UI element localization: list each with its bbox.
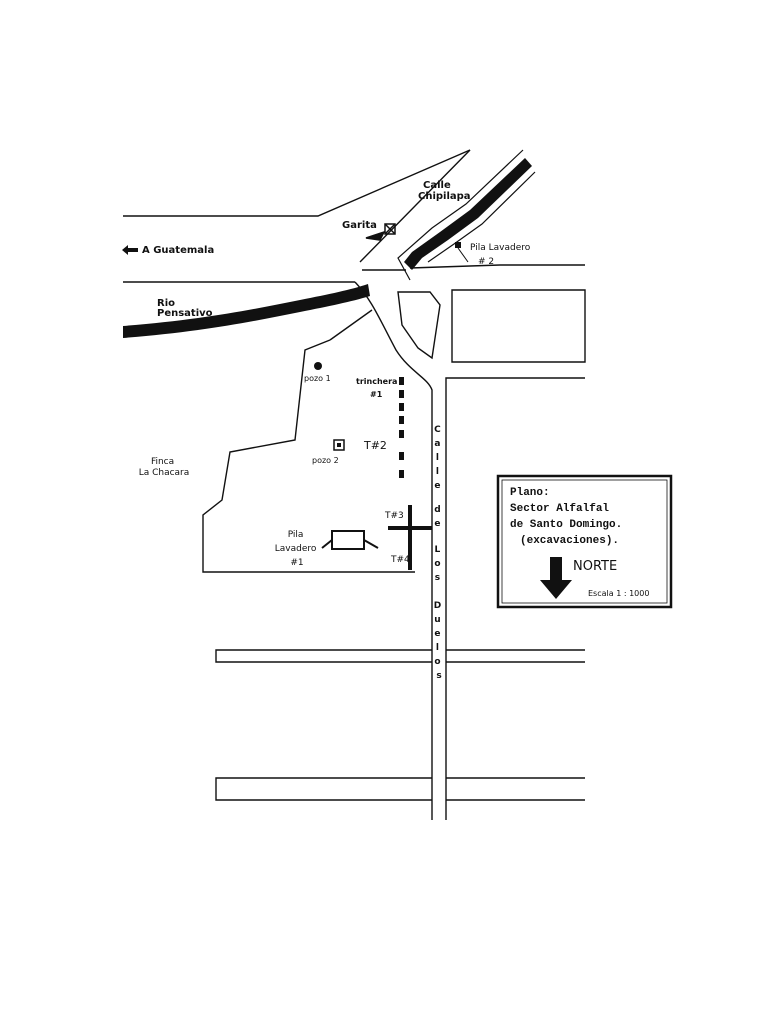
site-boundary bbox=[202, 339, 415, 573]
map-labels: Calle Chipilapa Garita A Guatemala Pila … bbox=[139, 180, 533, 681]
finca-label: Finca La Chacara bbox=[139, 457, 190, 478]
calle-letter: o bbox=[434, 559, 440, 569]
calle-letter: l bbox=[436, 643, 439, 653]
pozo-2-label: pozo 2 bbox=[312, 456, 339, 465]
site-top bbox=[329, 309, 373, 341]
garita-road bbox=[359, 149, 471, 271]
block-east bbox=[451, 289, 586, 363]
road-network bbox=[123, 149, 586, 820]
river-ne bbox=[404, 158, 532, 270]
calle-de-los-duelos-label: C a l l e d e L o s D u e l o s bbox=[434, 425, 445, 681]
garita-label: Garita bbox=[342, 220, 377, 231]
t3-label: T#3 bbox=[384, 511, 404, 521]
scale-label: Escala 1 : 1000 bbox=[588, 589, 649, 598]
pila-lavadero-1-line-1: Pila bbox=[288, 530, 304, 540]
calle-letter: L bbox=[435, 545, 441, 555]
calle-letter: s bbox=[435, 573, 440, 583]
calle-letter: o bbox=[434, 657, 440, 667]
finca-line-1: Finca bbox=[151, 457, 174, 467]
road-island bbox=[397, 291, 441, 360]
central-road-right bbox=[445, 377, 585, 820]
trinchera-1-label: trinchera #1 bbox=[356, 377, 400, 399]
calle-chipilapa-line-2: Chipilapa bbox=[418, 191, 471, 202]
calle-letter: l bbox=[436, 453, 439, 463]
t2-label: T#2 bbox=[363, 439, 387, 452]
pozo-1-label: pozo 1 bbox=[304, 374, 331, 383]
legend-title-line-4: (excavaciones). bbox=[520, 535, 619, 547]
rio-pensativo-line-2: Pensativo bbox=[157, 308, 213, 319]
legend-box: Plano: Sector Alfalfal de Santo Domingo.… bbox=[496, 474, 673, 609]
calle-letter: e bbox=[434, 481, 440, 491]
legend-title-line-1: Plano: bbox=[510, 487, 550, 499]
calle-letter: D bbox=[434, 601, 441, 611]
t4-label: T#4 bbox=[390, 555, 410, 565]
rio-pensativo-line-1: Rio bbox=[157, 298, 175, 309]
calle-letter: a bbox=[434, 439, 440, 449]
pila-lavadero-1-structure bbox=[321, 530, 379, 550]
central-road-left bbox=[354, 281, 433, 820]
cross-street-1 bbox=[215, 649, 432, 663]
north-arrow-icon bbox=[540, 557, 572, 599]
trinchera-1-line-1: trinchera bbox=[356, 377, 397, 386]
pila-lavadero-1-line-2: Lavadero bbox=[275, 544, 317, 554]
calle-letter: C bbox=[434, 425, 441, 435]
calle-letter: d bbox=[434, 505, 440, 515]
calle-letter: l bbox=[436, 467, 439, 477]
legend-title-line-3: de Santo Domingo. bbox=[510, 519, 622, 531]
rio-pensativo-river bbox=[123, 284, 370, 338]
trinchera-1-line-2: #1 bbox=[370, 390, 383, 399]
calle-letter: e bbox=[434, 629, 440, 639]
rio-pensativo-label: Rio Pensativo bbox=[157, 298, 213, 319]
rivers bbox=[123, 149, 536, 338]
legend-title: Plano: Sector Alfalfal de Santo Domingo.… bbox=[510, 487, 629, 547]
trinchera-1-marks bbox=[399, 377, 404, 478]
calle-chipilapa-line-1: Calle bbox=[423, 180, 451, 191]
calle-letter: e bbox=[434, 519, 440, 529]
river-ne-outline bbox=[397, 149, 536, 281]
north-label: NORTE bbox=[573, 559, 617, 574]
pozo-2-marker bbox=[333, 439, 345, 451]
pila2-road bbox=[409, 264, 585, 269]
calle-letter: s bbox=[436, 671, 441, 681]
trenches-t3-t4 bbox=[388, 505, 432, 570]
pila-lavadero-2-marker bbox=[455, 242, 469, 263]
legend-title-line-2: Sector Alfalfal bbox=[510, 503, 609, 515]
calle-letter: u bbox=[434, 615, 440, 625]
cross-street-2-east bbox=[446, 777, 585, 801]
pila-lavadero-1-label: Pila Lavadero #1 bbox=[275, 530, 320, 568]
cross-street-2 bbox=[215, 777, 432, 801]
cross-street-1-east bbox=[446, 649, 585, 663]
garita-marker bbox=[365, 223, 396, 241]
finca-line-2: La Chacara bbox=[139, 468, 190, 478]
pila-lavadero-1-line-3: #1 bbox=[290, 558, 303, 568]
pozo-1-marker bbox=[314, 362, 322, 370]
a-guatemala-label: A Guatemala bbox=[142, 245, 214, 256]
west-arrow-icon bbox=[122, 245, 138, 255]
pila-lavadero-2-label: Pila Lavadero # 2 bbox=[470, 243, 533, 267]
calle-chipilapa-label: Calle Chipilapa bbox=[418, 180, 471, 202]
pila-lavadero-2-line-1: Pila Lavadero bbox=[470, 243, 531, 253]
chipilapa-road-edge bbox=[123, 149, 471, 217]
pila-lavadero-2-line-2: # 2 bbox=[478, 257, 494, 267]
